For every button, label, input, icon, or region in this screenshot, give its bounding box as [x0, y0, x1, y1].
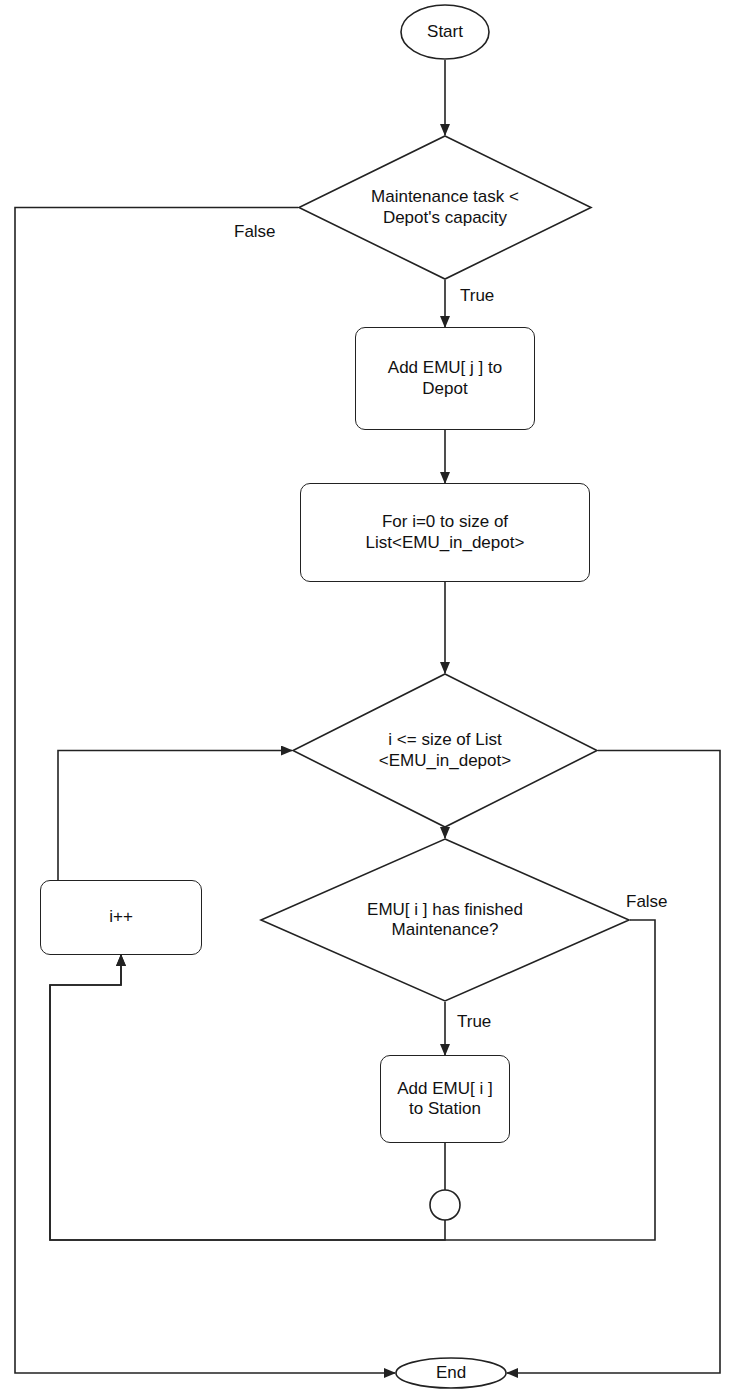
ellipse-outline: [401, 5, 489, 59]
flow-arrow: [444, 1002, 446, 1055]
diamond-outline: [299, 136, 591, 279]
decision-diamond: i <= size of List <EMU_in_depot>: [292, 673, 598, 828]
node-text: Maintenance task < Depot's capacity: [357, 187, 533, 228]
process-box: For i=0 to size of List<EMU_in_depot>: [300, 483, 590, 582]
flow-arrow: [444, 828, 446, 838]
start-terminal: Start: [400, 4, 490, 60]
flow-arrow: [15, 208, 395, 1374]
node-text: End: [436, 1363, 466, 1383]
flow-arrow: [444, 582, 446, 673]
decision-diamond: Maintenance task < Depot's capacity: [298, 135, 592, 280]
flow-arrow: [444, 430, 446, 483]
node-text: EMU[ i ] has finished Maintenance?: [334, 900, 556, 941]
node-text: Start: [427, 22, 463, 42]
node-text: i <= size of List <EMU_in_depot>: [353, 730, 537, 771]
node-text: For i=0 to size of List<EMU_in_depot>: [310, 512, 580, 553]
node-text: Add EMU[ j ] to Depot: [365, 358, 525, 399]
flow-arrow: [507, 751, 720, 1374]
ellipse-outline: [396, 1358, 506, 1388]
edge-label: True: [455, 1012, 493, 1032]
end-terminal: End: [395, 1357, 507, 1389]
flow-arrow: [444, 60, 446, 135]
merge-connector-circle: [430, 1190, 460, 1220]
process-box: Add EMU[ j ] to Depot: [355, 327, 535, 430]
diamond-outline: [293, 674, 597, 827]
process-box: i++: [40, 880, 202, 955]
decision-diamond: EMU[ i ] has finished Maintenance?: [260, 838, 630, 1002]
flow-arrow: [444, 280, 446, 327]
node-text: i++: [109, 907, 133, 927]
process-box: Add EMU[ i ] to Station: [380, 1055, 510, 1143]
flow-arrow: [50, 920, 655, 1240]
edge-label: False: [624, 892, 670, 912]
edge-label: False: [232, 222, 278, 242]
edge-label: True: [458, 286, 496, 306]
diamond-outline: [261, 839, 629, 1001]
flow-arrow: [58, 751, 292, 881]
node-text: Add EMU[ i ] to Station: [390, 1079, 500, 1120]
